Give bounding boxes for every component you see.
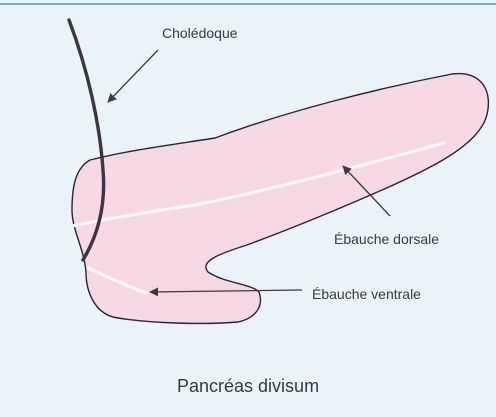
choledoque-arrow: [108, 50, 158, 102]
figure-caption: Pancréas divisum: [177, 376, 319, 396]
pancreas-shape: [72, 74, 488, 324]
choledoque-label: Cholédoque: [162, 25, 238, 41]
ventral-label: Ébauche ventrale: [312, 286, 421, 302]
dorsal-label: Ébauche dorsale: [334, 231, 439, 247]
